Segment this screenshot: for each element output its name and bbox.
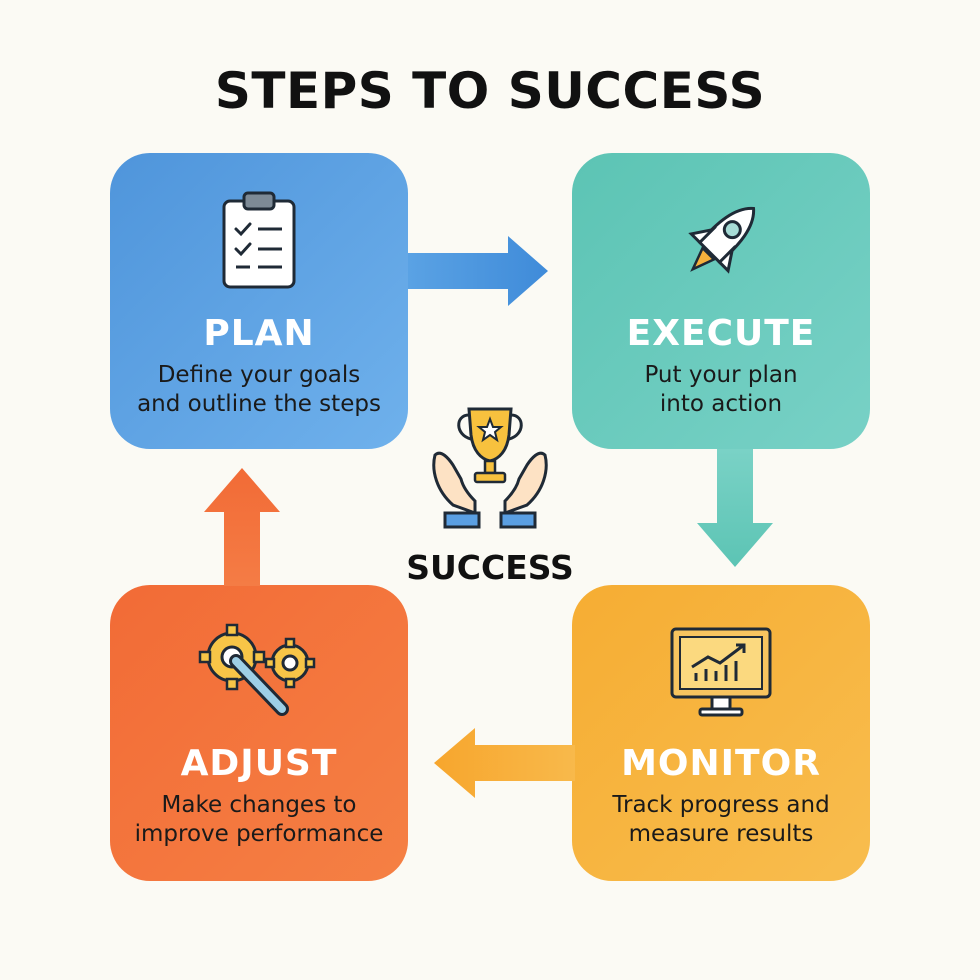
step-title-monitor: MONITOR [621, 743, 821, 784]
step-desc-plan: Define your goals and outline the steps [110, 361, 408, 419]
step-card-adjust: ADJUST Make changes to improve performan… [110, 585, 408, 881]
rocket-icon [572, 191, 870, 291]
step-desc-line: Put your plan [644, 362, 798, 388]
step-desc-line: and outline the steps [137, 391, 381, 417]
step-card-plan: PLAN Define your goals and outline the s… [110, 153, 408, 449]
arrow-adjust-to-plan [204, 468, 280, 586]
step-card-monitor: MONITOR Track progress and measure resul… [572, 585, 870, 881]
monitor-chart-icon [572, 621, 870, 721]
arrow-plan-to-execute [408, 236, 548, 306]
step-card-execute: EXECUTE Put your plan into action [572, 153, 870, 449]
step-desc-line: measure results [628, 821, 814, 847]
step-desc-line: Track progress and [612, 792, 830, 818]
step-desc-adjust: Make changes to improve performance [110, 791, 408, 849]
step-desc-execute: Put your plan into action [572, 361, 870, 419]
step-desc-line: improve performance [134, 821, 384, 847]
step-desc-line: Make changes to [161, 792, 357, 818]
arrow-execute-to-monitor [697, 449, 773, 567]
page-title: STEPS TO SUCCESS [214, 62, 766, 120]
step-desc-line: into action [659, 391, 783, 417]
arrow-monitor-to-adjust [434, 728, 575, 798]
step-title-execute: EXECUTE [626, 313, 816, 354]
gears-wrench-icon [110, 621, 408, 721]
step-desc-monitor: Track progress and measure results [572, 791, 870, 849]
clipboard-checklist-icon [110, 191, 408, 291]
step-title-adjust: ADJUST [180, 743, 338, 784]
step-desc-line: Define your goals [157, 362, 361, 388]
center-label: SUCCESS [406, 548, 574, 587]
trophy-hands-icon [432, 407, 548, 529]
step-title-plan: PLAN [203, 313, 315, 354]
